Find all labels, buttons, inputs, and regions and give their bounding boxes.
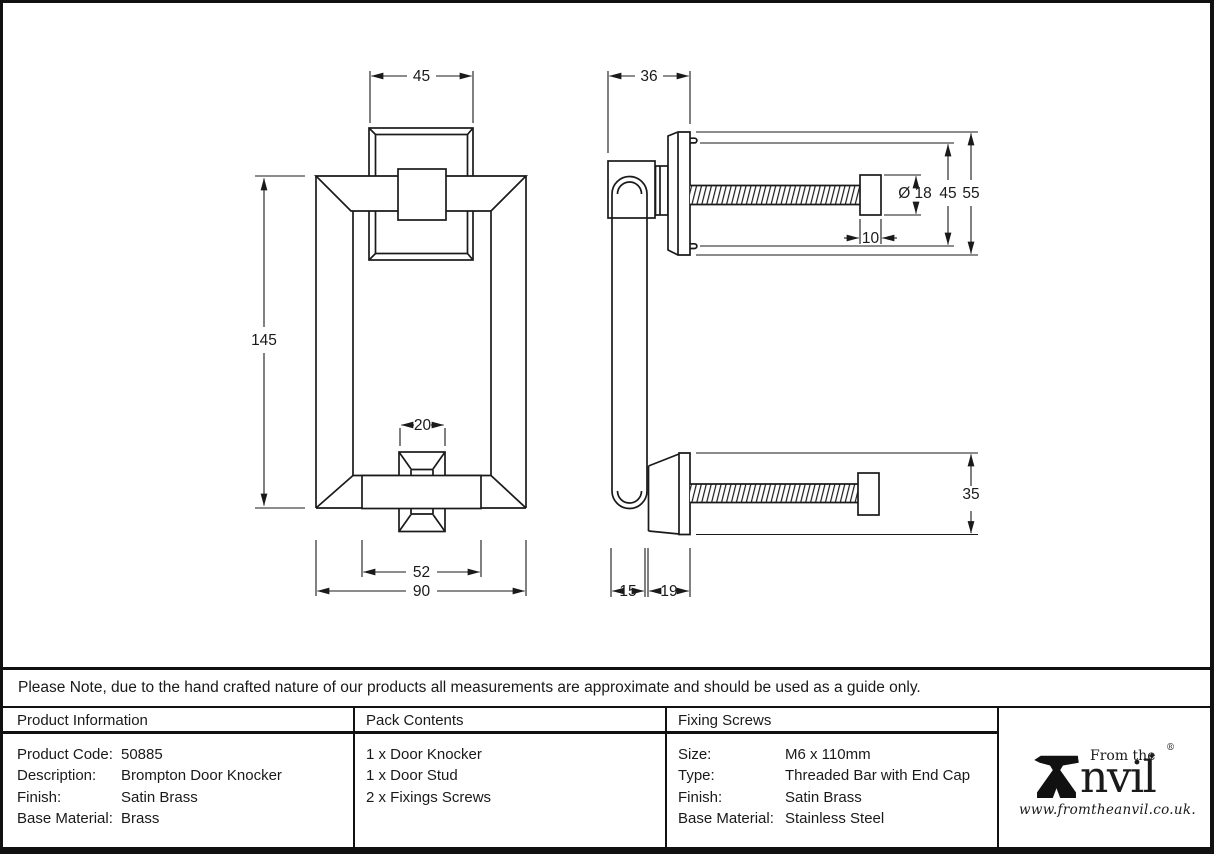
technical-drawing-area: .ln { stroke:#1a1a1a; stroke-width:1.7; … <box>3 3 1210 667</box>
row-label: Finish: <box>17 788 62 806</box>
side-dimensions: 36 55 45 Ø 18 10 <box>607 68 980 600</box>
fixing-screws-column: Fixing Screws Size: M6 x 110mm Type: Thr… <box>665 708 997 850</box>
row-label: Description: <box>17 767 97 785</box>
table-row: Base Material: Brass <box>17 808 353 829</box>
table-row: Product Code: 50885 <box>17 744 353 765</box>
pivot-stud-front <box>397 168 447 221</box>
row-value: Threaded Bar with End Cap <box>785 767 971 785</box>
row-value: Brass <box>121 810 160 828</box>
knurled-bar-front <box>361 474 482 510</box>
row-label: Type: <box>678 767 715 785</box>
table-row: Finish: Satin Brass <box>678 787 997 808</box>
dim-side-fixing-centres: 45 <box>939 185 956 202</box>
list-item: 2 x Fixings Screws <box>366 787 665 808</box>
row-value: M6 x 110mm <box>785 746 871 764</box>
dim-side-stud-height: 35 <box>962 486 979 503</box>
knocker-loop-side <box>611 175 648 510</box>
row-label: Finish: <box>678 788 723 806</box>
row-value: 50885 <box>121 746 163 764</box>
measurement-note: Please Note, due to the hand crafted nat… <box>3 667 1210 708</box>
table-row: Type: Threaded Bar with End Cap <box>678 765 997 786</box>
product-information-column: Product Information Product Code: 50885 … <box>3 708 353 850</box>
item-text: 1 x Door Knocker <box>366 746 482 764</box>
dim-front-knurl-width: 52 <box>413 564 430 581</box>
pivot-block-side <box>607 160 656 219</box>
table-row: Size: M6 x 110mm <box>678 744 997 765</box>
threaded-bar-bottom <box>690 483 858 504</box>
dim-side-stud-projection: 19 <box>660 583 677 600</box>
dim-side-cap-length: 10 <box>862 230 880 247</box>
dim-side-projection: 36 <box>640 68 657 85</box>
dim-front-stud-width: 20 <box>414 417 432 434</box>
row-label: Product Code: <box>17 746 113 764</box>
dim-front-plate-width: 90 <box>413 583 431 600</box>
note-text: Please Note, due to the hand crafted nat… <box>18 679 921 696</box>
row-value: Stainless Steel <box>785 810 885 828</box>
spec-table: Product Information Product Code: 50885 … <box>3 708 1210 850</box>
threaded-bar-top <box>690 184 860 206</box>
pack-contents-header: Pack Contents <box>355 708 665 734</box>
backplate-side <box>667 131 691 256</box>
backplate-front <box>315 176 527 509</box>
item-text: 2 x Fixings Screws <box>366 788 492 806</box>
table-row: Base Material: Stainless Steel <box>678 808 997 829</box>
row-value: Brompton Door Knocker <box>121 767 282 785</box>
dim-side-loop-width: 15 <box>619 583 636 600</box>
logo-from-the-text: From the <box>1090 748 1156 764</box>
logo-website-url: www.fromtheanvil.co.uk. <box>1019 802 1196 818</box>
front-dimensions: 45 145 20 52 90 <box>251 68 527 600</box>
fixing-screws-header: Fixing Screws <box>667 708 997 734</box>
dim-front-top-width: 45 <box>413 68 430 85</box>
end-cap-top <box>859 174 882 216</box>
door-stud-side <box>647 452 691 536</box>
product-information-header: Product Information <box>3 708 353 734</box>
list-item: 1 x Door Stud <box>366 765 665 786</box>
item-text: 1 x Door Stud <box>366 767 458 785</box>
dim-side-cap-diameter: Ø 18 <box>898 185 932 202</box>
side-view: 36 55 45 Ø 18 10 <box>607 68 980 600</box>
anvil-icon <box>1034 755 1079 798</box>
table-row: Finish: Satin Brass <box>17 787 353 808</box>
pivot-connector-side <box>654 165 669 216</box>
row-label: Base Material: <box>678 810 774 828</box>
fixing-pin-bottom <box>690 242 698 250</box>
registered-mark: ® <box>1166 743 1175 753</box>
logo-wordmark: nvil <box>1080 752 1157 803</box>
brand-column: From the ♦ ® nvil www.fromtheanvil.co.uk… <box>997 708 1208 850</box>
end-cap-bottom <box>857 472 880 516</box>
door-knocker-drawing: .ln { stroke:#1a1a1a; stroke-width:1.7; … <box>251 68 980 600</box>
diamond-icon: ♦ <box>1149 750 1155 762</box>
list-item: 1 x Door Knocker <box>366 744 665 765</box>
dim-front-height: 145 <box>251 332 277 349</box>
row-value: Satin Brass <box>121 788 198 806</box>
table-row: Description: Brompton Door Knocker <box>17 765 353 786</box>
row-label: Size: <box>678 746 712 764</box>
row-value: Satin Brass <box>785 788 862 806</box>
pack-contents-column: Pack Contents 1 x Door Knocker 1 x Door … <box>353 708 665 850</box>
front-view: 45 145 20 52 90 <box>251 68 529 600</box>
dim-side-plate-height: 55 <box>962 185 979 202</box>
from-the-anvil-logo: From the ♦ ® nvil www.fromtheanvil.co.uk… <box>1019 743 1196 829</box>
row-label: Base Material: <box>17 810 113 828</box>
fixing-pin-top <box>690 137 698 144</box>
